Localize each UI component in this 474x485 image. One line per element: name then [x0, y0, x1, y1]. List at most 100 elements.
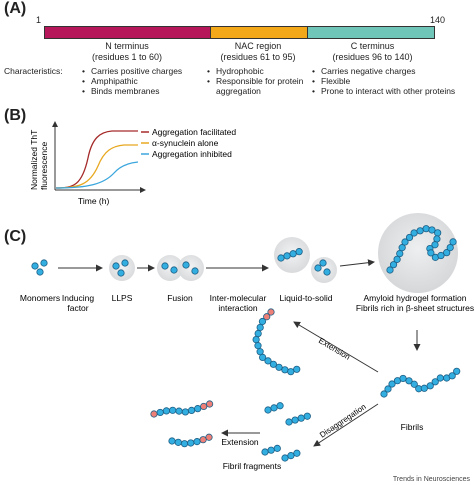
hydrogel-label-1: Amyloid hydrogel formation [364, 293, 467, 303]
fibril-bead [396, 249, 404, 258]
y-axis-label-line1: Normalized ThT [29, 130, 39, 190]
l2s-droplet-small [311, 257, 337, 283]
fibril-bead [410, 229, 418, 237]
fibril-bead [252, 335, 260, 344]
nac-title: NAC region [234, 41, 282, 51]
fibril-bead [410, 380, 418, 388]
fragment-bead [270, 404, 278, 412]
n-terminus-title: N terminus [105, 41, 149, 51]
oligomer-bead [295, 248, 303, 256]
inter-molecular-label-1: Inter-molecular [210, 293, 267, 303]
fibril-bead [386, 266, 394, 274]
panel-a-label: (A) [4, 0, 27, 17]
inducing-label-1: Inducing [62, 293, 94, 303]
fibril-bead [398, 244, 406, 252]
inducing-label-2: factor [67, 303, 88, 313]
fibril-bead [431, 241, 439, 249]
c-terminus-segment [308, 27, 434, 38]
fragment-bead [291, 416, 299, 424]
fragment-bead [261, 448, 269, 456]
fragment-bead [264, 406, 272, 414]
fibril-bead [446, 243, 454, 252]
fibril-bead [269, 360, 277, 368]
list-item: Amphipathic [82, 76, 202, 86]
condensate-bead [112, 262, 120, 270]
list-item: Carries positive charges [82, 66, 202, 76]
fibril-bead [388, 380, 396, 388]
list-item: Responsible for protein aggregation [207, 76, 305, 96]
fibril-bead [256, 323, 264, 332]
condensate-bead [182, 261, 190, 269]
fibril-end-bead [267, 308, 275, 316]
sequence-end: 140 [430, 15, 446, 25]
legend-alone: α-synuclein alone [152, 138, 219, 148]
fibril-bead [420, 384, 428, 392]
fibril-bead [380, 390, 388, 398]
fibril-bead [175, 407, 183, 415]
monomer-bead [40, 259, 48, 267]
fibril-bead [448, 372, 456, 380]
list-item: Binds membranes [82, 86, 202, 96]
fibril-bead [443, 249, 451, 257]
x-axis-label: Time (h) [78, 196, 109, 206]
fibril-bead [405, 377, 413, 385]
droplets-group [109, 213, 458, 293]
fragment-bead [273, 444, 281, 452]
condensate-bead [117, 269, 125, 277]
fibril-bead [254, 329, 262, 338]
inter-molecular-label-2: interaction [218, 303, 257, 313]
c-terminus-title: C terminus [350, 41, 395, 51]
fibril-bead [416, 227, 424, 235]
characteristics-label: Characteristics: [4, 66, 63, 76]
hydrogel-label-2: Fibrils rich in β-sheet structures [356, 303, 474, 313]
series-alone-curve [55, 144, 138, 189]
fusion-droplet-right [178, 255, 204, 281]
fibril-bead [405, 233, 414, 242]
liquid-to-solid-label: Liquid-to-solid [280, 293, 333, 303]
legend-facilitated: Aggregation facilitated [152, 127, 236, 137]
oligomer-bead [277, 254, 285, 262]
fibril-bead [194, 405, 202, 413]
aggregation-kinetics-plot: Normalized ThT fluorescence Time (h) Agg… [29, 121, 236, 206]
condensate-bead [314, 264, 322, 272]
journal-footer: Trends in Neurosciences [393, 476, 471, 483]
fibril-bead [436, 374, 444, 382]
fibril-bead [389, 261, 398, 269]
sequence-bar [44, 26, 435, 39]
fibrils-label: Fibrils [401, 422, 424, 432]
monomer-bead [36, 268, 44, 276]
condensate-bead [170, 266, 178, 274]
y-axis-label-line2: fluorescence [39, 142, 49, 190]
fibril-end-bead [263, 313, 271, 321]
fibril-end-bead [199, 436, 207, 444]
fibril-bead [428, 226, 436, 234]
llps-droplet [109, 255, 135, 281]
fragment-bead [287, 452, 295, 460]
c-terminus-range: (residues 96 to 140) [332, 52, 413, 62]
fibril-bead [426, 382, 434, 390]
liquid-to-solid-arrow [339, 259, 375, 267]
extension-label-lower: Extension [221, 437, 259, 447]
fibril-bead [259, 353, 267, 362]
fibril-bead [287, 368, 295, 376]
fibril-end-bead [205, 433, 213, 441]
fibril-end-bead [150, 410, 158, 418]
fibril-bead [254, 342, 262, 350]
fibril-bead [281, 366, 289, 374]
fibril-bead [437, 251, 445, 260]
oligomer-bead [283, 252, 291, 260]
fibril-bead [275, 363, 283, 371]
nac-segment [211, 27, 308, 38]
nac-range: (residues 61 to 95) [220, 52, 296, 62]
extension-arrow-upper [293, 321, 379, 373]
panel-b-label: (B) [4, 107, 27, 124]
fibril-bead [422, 225, 430, 233]
list-item: Prone to interact with other proteins [312, 86, 462, 96]
fibril-bead [162, 407, 171, 415]
monomers-label: Monomers [20, 293, 60, 303]
fragment-bead [293, 449, 301, 457]
protein-beads [31, 225, 461, 462]
legend-inhibited: Aggregation inhibited [152, 149, 232, 159]
fibril-bead [258, 317, 267, 326]
fibril-bead [453, 367, 461, 375]
